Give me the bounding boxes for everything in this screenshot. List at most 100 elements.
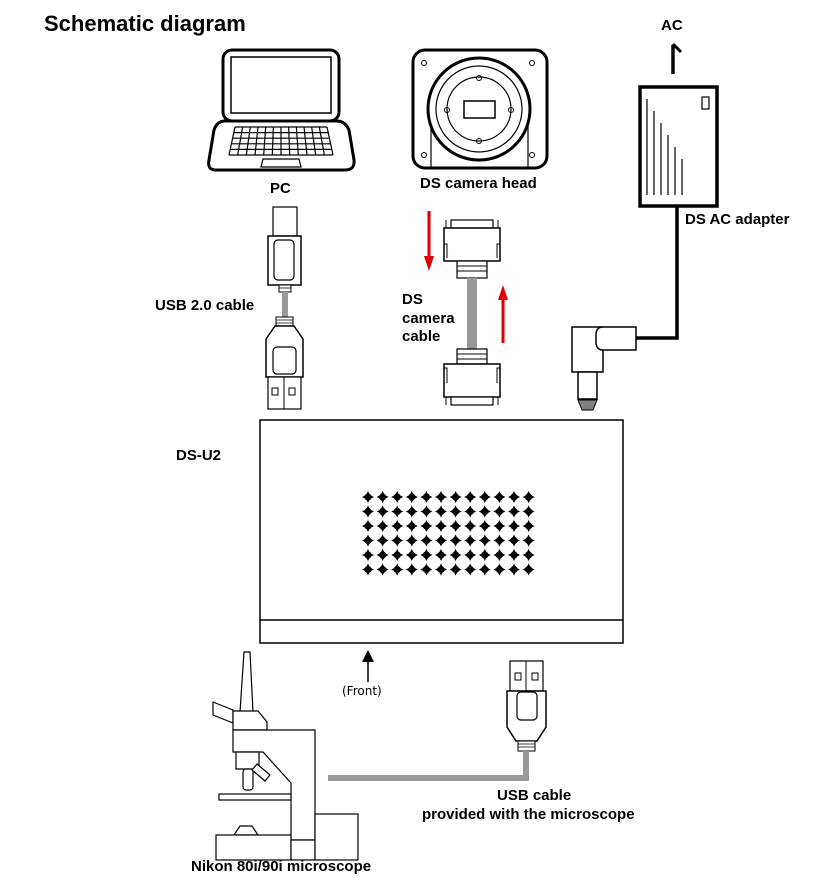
vent-hole-core <box>379 536 387 545</box>
vent-hole-core <box>422 565 430 574</box>
vent-hole-core <box>393 493 401 501</box>
vent-hole-core <box>393 551 401 559</box>
vent-hole-core <box>466 522 474 530</box>
keyboard-col-line <box>288 126 291 156</box>
ac-plug-arrow-icon <box>671 42 683 74</box>
vent-hole-core <box>437 536 445 545</box>
usb-a-connector-icon <box>265 316 304 410</box>
vent-hole-core <box>437 551 445 559</box>
vent-hole-core <box>466 507 474 516</box>
ac-adapter-icon <box>638 85 719 208</box>
pc-label: PC <box>270 180 291 197</box>
camera-head-label: DS camera head <box>420 175 537 192</box>
vent-hole-core <box>525 565 533 574</box>
keyboard-col-line <box>295 126 299 156</box>
vent-hole-core <box>408 536 416 545</box>
camera-cable-wire <box>467 278 477 349</box>
vent-hole-core <box>437 565 445 574</box>
vent-hole-core <box>452 507 460 516</box>
ac-adapter-label: DS AC adapter <box>685 211 790 228</box>
camera-head-icon <box>411 48 549 170</box>
vent-hole-core <box>393 522 401 530</box>
keyboard-col-line <box>326 126 334 156</box>
camera-cable-label-line3: cable <box>402 328 440 345</box>
vent-hole-core <box>393 507 401 516</box>
vent-hole-core <box>525 493 533 501</box>
front-arrow-icon <box>362 650 374 682</box>
vent-hole-core <box>510 536 518 545</box>
ds-u2-unit <box>259 419 624 644</box>
vent-hole-core <box>481 536 489 545</box>
vent-hole-core <box>452 522 460 530</box>
vent-hole-core <box>364 493 372 501</box>
vent-hole-core <box>510 522 518 530</box>
vent-hole-core <box>364 565 372 574</box>
vent-hole-core <box>408 493 416 501</box>
vent-hole-core <box>495 507 503 516</box>
vent-hole-core <box>481 507 489 516</box>
ds-u2-label: DS-U2 <box>176 447 221 464</box>
camera-cable-label-line1: DS <box>402 291 423 308</box>
camera-cable-bottom-connector-icon <box>443 348 501 406</box>
diagram-title: Schematic diagram <box>44 11 246 36</box>
vent-hole-core <box>495 522 503 530</box>
vent-hole-core <box>481 522 489 530</box>
usb-2-cable-wire <box>282 292 288 318</box>
vent-hole-core <box>437 522 445 530</box>
vent-hole-core <box>481 551 489 559</box>
keyboard-col-line <box>254 126 259 156</box>
microscope-icon <box>212 651 359 861</box>
camera-cable-label-line2: camera <box>402 310 455 327</box>
up-red-arrow-icon <box>498 285 508 343</box>
vent-hole-core <box>525 507 533 516</box>
vent-hole-core <box>510 493 518 501</box>
vent-hole-core <box>379 565 387 574</box>
down-red-arrow-icon <box>424 211 434 271</box>
vent-hole-core <box>466 493 474 501</box>
vent-grid <box>362 491 535 576</box>
usb-b-connector-icon <box>267 206 302 293</box>
vent-hole-core <box>437 507 445 516</box>
vent-hole-core <box>364 507 372 516</box>
vent-hole-core <box>525 536 533 545</box>
vent-hole-core <box>408 522 416 530</box>
keyboard-col-line <box>311 126 317 156</box>
vent-hole-core <box>466 536 474 545</box>
vent-hole-core <box>510 551 518 559</box>
vent-hole-core <box>466 565 474 574</box>
vent-hole-core <box>510 507 518 516</box>
vent-hole-core <box>364 551 372 559</box>
usb-cable-microscope-wire <box>328 751 529 781</box>
vent-hole-core <box>495 551 503 559</box>
vent-hole-core <box>379 507 387 516</box>
vent-hole-core <box>495 565 503 574</box>
vent-hole-core <box>422 551 430 559</box>
vent-hole-core <box>379 493 387 501</box>
vent-hole-core <box>466 551 474 559</box>
vent-hole-core <box>525 522 533 530</box>
vent-hole-core <box>510 565 518 574</box>
vent-hole-core <box>422 522 430 530</box>
vent-hole-core <box>495 493 503 501</box>
vent-hole-core <box>481 565 489 574</box>
vent-hole-core <box>422 493 430 501</box>
vent-hole-core <box>495 536 503 545</box>
keyboard-col-line <box>263 126 267 156</box>
vent-hole-core <box>422 507 430 516</box>
keyboard-col-line <box>245 126 251 156</box>
vent-hole-core <box>437 493 445 501</box>
vent-hole-core <box>481 493 489 501</box>
usb-cable-label-line2: provided with the microscope <box>422 806 635 823</box>
vent-hole-core <box>422 536 430 545</box>
usb-a-connector-microscope-icon <box>506 660 547 752</box>
vent-hole-core <box>393 565 401 574</box>
keyboard-col-line <box>271 126 274 156</box>
vent-hole-core <box>393 536 401 545</box>
ac-label: AC <box>661 17 683 34</box>
vent-hole-core <box>364 536 372 545</box>
vent-hole-core <box>379 522 387 530</box>
vent-hole-core <box>452 565 460 574</box>
vent-hole-core <box>452 536 460 545</box>
front-label: (Front) <box>342 684 382 698</box>
